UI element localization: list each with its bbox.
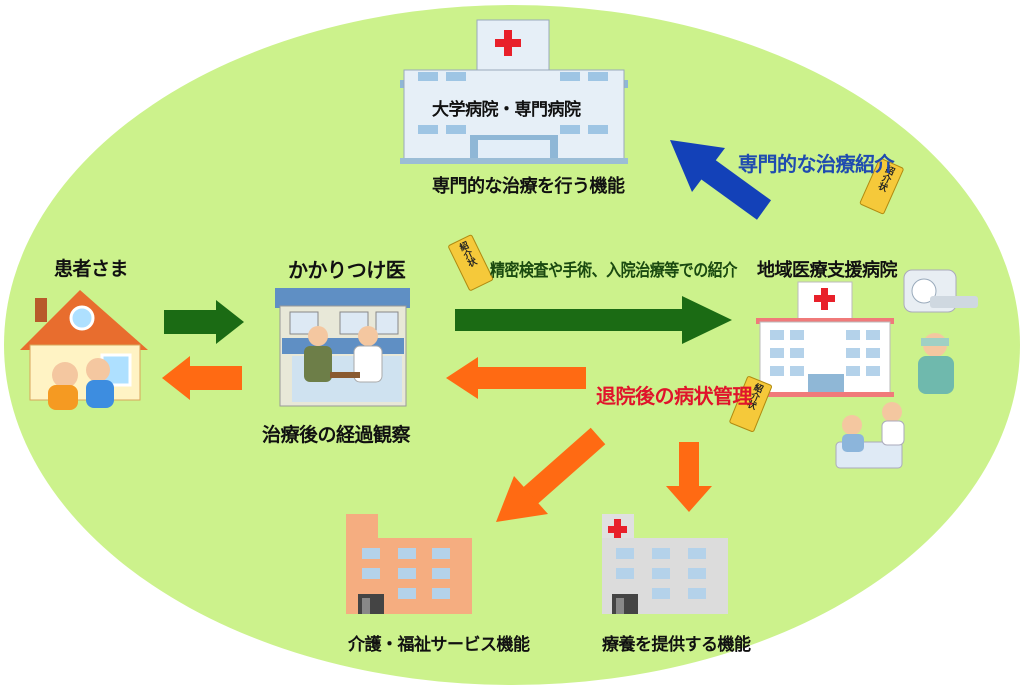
arrow-to-medical-facility	[666, 442, 712, 512]
regional-support-hospital	[756, 281, 894, 397]
medical-treatment-label: 療養を提供する機能	[602, 635, 751, 655]
followup-observation-label: 治療後の経過観察	[262, 424, 411, 446]
university-hospital-label: 大学病院・専門病院	[432, 100, 581, 120]
regional-hospital-label: 地域医療支援病院	[757, 260, 898, 281]
referral-letter-icon-right: 紹介状	[729, 376, 773, 432]
background-ellipse	[4, 5, 1020, 685]
care-welfare-facility	[346, 514, 472, 614]
specialized-treatment-label: 専門的な治療を行う機能	[432, 176, 625, 197]
post-discharge-arrow-label: 退院後の病状管理	[596, 384, 753, 408]
specialist-referral-arrow-label: 専門的な治療紹介	[738, 152, 895, 176]
arrow-regional-to-clinic	[446, 357, 586, 399]
university-hospital-building	[400, 19, 628, 164]
arrow-regional-to-university	[670, 140, 772, 220]
care-welfare-label: 介護・福祉サービス機能	[348, 635, 530, 655]
arrow-clinic-to-patient	[162, 356, 242, 400]
nurse-patient-illustration	[835, 402, 905, 469]
referral-letter-icon-middle: 紹介状	[448, 234, 494, 291]
arrow-patient-to-clinic	[164, 300, 244, 344]
surgeon-illustration	[918, 333, 954, 394]
referral-letter-icon-top: 紹介状	[859, 158, 904, 215]
mri-scanner-illustration	[903, 269, 978, 313]
arrow-to-care-facility	[496, 427, 606, 522]
patient-label: 患者さま	[54, 258, 129, 280]
medical-treatment-facility	[602, 514, 728, 614]
family-doctor-label: かかりつけ医	[288, 258, 406, 282]
arrow-clinic-to-regional	[455, 296, 732, 344]
patient-house	[20, 290, 148, 410]
exam-referral-arrow-label: 精密検査や手術、入院治療等での紹介	[490, 261, 737, 281]
family-doctor-clinic	[275, 288, 410, 407]
